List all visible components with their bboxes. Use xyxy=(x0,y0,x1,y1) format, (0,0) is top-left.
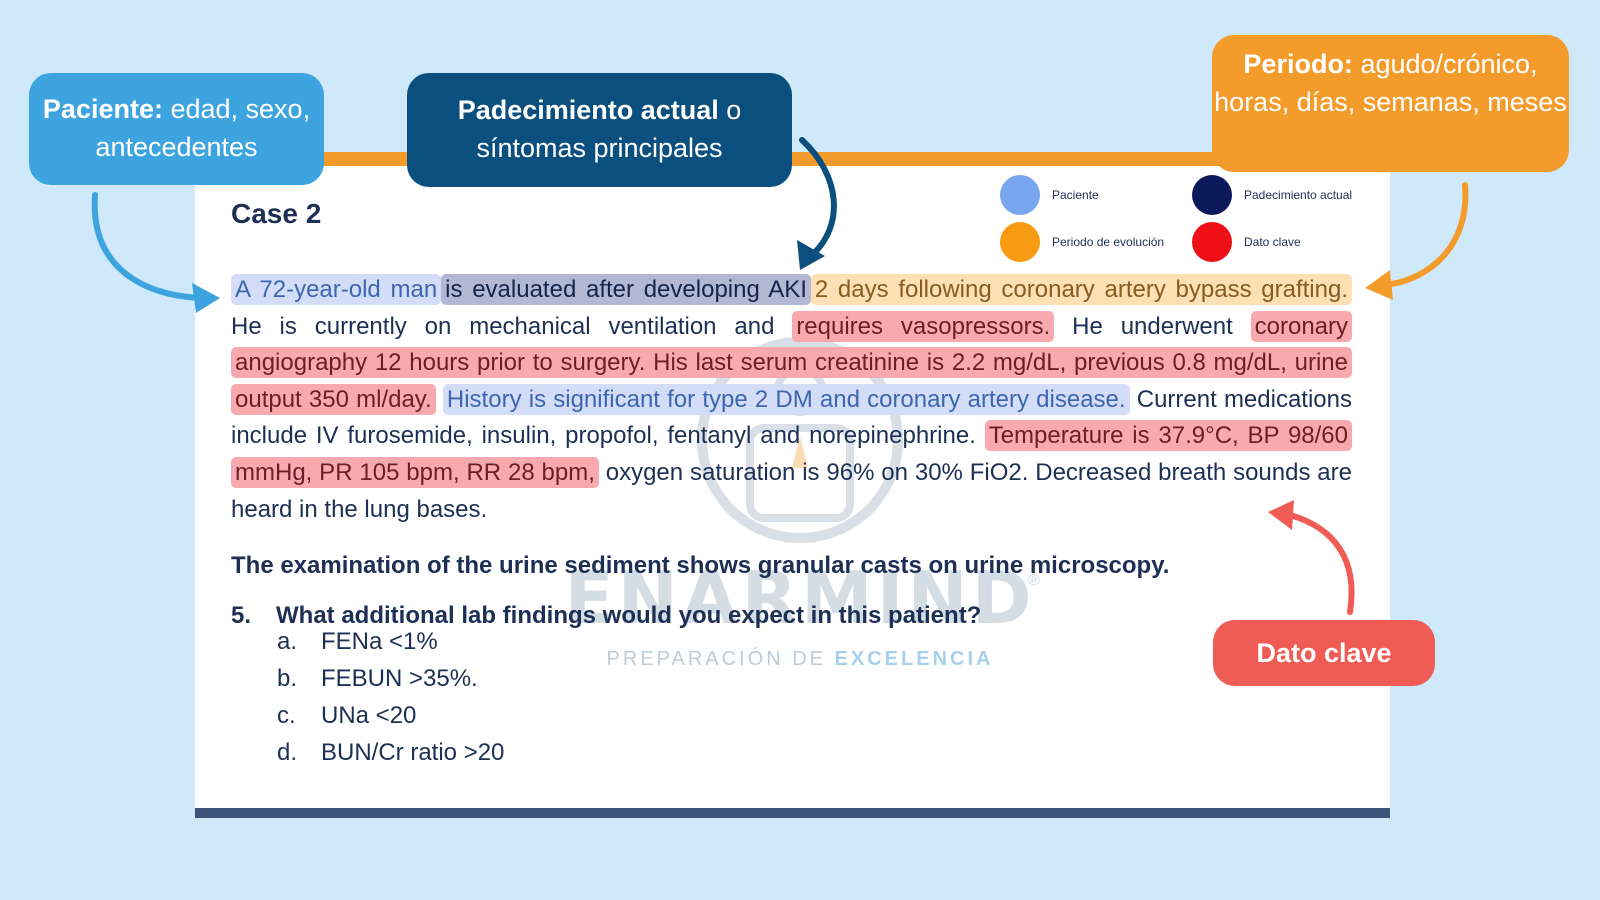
option-text: UNa <20 xyxy=(321,702,417,729)
answer-option-d[interactable]: d. BUN/Cr ratio >20 xyxy=(277,739,504,767)
answer-option-b[interactable]: b. FEBUN >35%. xyxy=(277,665,478,693)
case-text: Current medications include IV furosemid… xyxy=(231,385,1353,450)
legend-item-paciente: Paciente xyxy=(1000,175,1099,215)
red-dot-icon xyxy=(1192,222,1232,262)
callout-periodo: Periodo: agudo/crónico, horas, días, sem… xyxy=(1212,35,1569,172)
case-text: He is currently on mechanical ventilatio… xyxy=(231,312,793,340)
option-letter: d. xyxy=(277,739,298,766)
option-text: FENa <1% xyxy=(321,628,438,655)
callout-dato-clave: Dato clave xyxy=(1213,620,1435,686)
question-text: What additional lab findings would you e… xyxy=(276,602,982,629)
navy-dot-icon xyxy=(1192,175,1232,215)
callout-periodo-text: agudo/crónico, horas, días, semanas, mes… xyxy=(1214,49,1567,117)
callout-paciente: Paciente: edad, sexo, antecedentes xyxy=(29,73,324,185)
callout-padecimiento-bold: Padecimiento actual xyxy=(457,95,719,125)
orange-dot-icon xyxy=(1000,222,1040,262)
callout-padecimiento-text: o síntomas principales xyxy=(476,95,742,163)
legend-item-dato-clave: Dato clave xyxy=(1192,222,1301,262)
option-letter: c. xyxy=(277,702,296,729)
question-number: 5. xyxy=(231,602,252,629)
highlight-padecimiento: is evaluated after developing AKI xyxy=(441,274,811,305)
legend-label: Periodo de evolución xyxy=(1052,235,1165,249)
callout-periodo-bold: Periodo: xyxy=(1243,49,1353,79)
legend-label: Dato clave xyxy=(1244,235,1301,249)
arrow-periodo-icon xyxy=(1382,182,1469,288)
answer-option-c[interactable]: c. UNa <20 xyxy=(277,702,416,730)
callout-padecimiento: Padecimiento actual o síntomas principal… xyxy=(407,73,792,187)
option-text: BUN/Cr ratio >20 xyxy=(321,739,505,766)
highlight-periodo: 2 days following coronary artery bypass … xyxy=(810,274,1352,305)
option-text: FEBUN >35%. xyxy=(321,665,478,692)
callout-paciente-text: edad, sexo, antecedentes xyxy=(95,94,311,162)
case-text: He underwent xyxy=(1054,312,1251,340)
header-accent-bar xyxy=(195,152,1390,166)
blue-dot-icon xyxy=(1000,175,1040,215)
highlight-paciente: History is significant for type 2 DM and… xyxy=(442,383,1130,415)
option-letter: a. xyxy=(277,628,298,655)
legend-label: Padecimiento actual xyxy=(1244,188,1353,202)
arrow-paciente-icon xyxy=(91,192,203,301)
key-finding: The examination of the urine sediment sh… xyxy=(231,552,1170,579)
legend-item-padecimiento: Padecimiento actual xyxy=(1192,175,1352,215)
case-text: oxygen saturation is 96% on 30% FiO2. De… xyxy=(231,458,1352,523)
highlight-paciente: A 72-year-old man xyxy=(231,274,442,305)
legend-label: Paciente xyxy=(1052,188,1099,202)
highlight-dato-clave: requires vasopressors. xyxy=(792,310,1055,342)
case-title: Case 2 xyxy=(231,198,322,229)
legend-item-periodo: Periodo de evolución xyxy=(1000,222,1164,262)
answer-option-a[interactable]: a. FENa <1% xyxy=(277,628,438,656)
callout-paciente-bold: Paciente: xyxy=(42,94,163,124)
option-letter: b. xyxy=(277,665,298,692)
